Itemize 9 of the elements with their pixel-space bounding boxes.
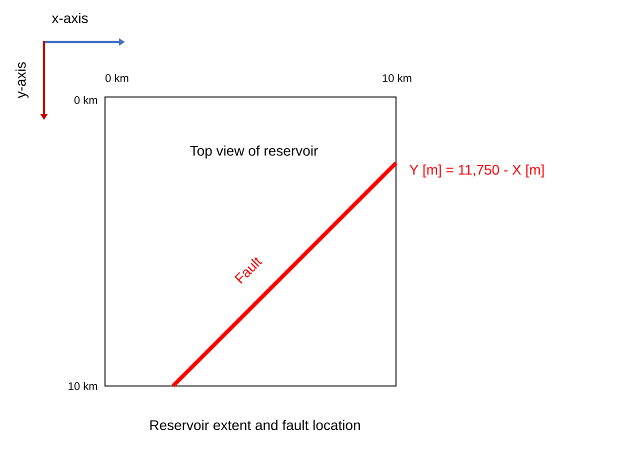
tick-label: 10 km — [382, 74, 412, 82]
fault-equation: Y [m] = 11,750 - X [m] — [410, 164, 544, 178]
tick-label: 0 km — [106, 74, 128, 82]
axis-label: y-axis — [15, 62, 29, 98]
caption: Reservoir extent and fault location — [150, 420, 360, 430]
axis-label: x-axis — [52, 12, 88, 24]
reservoir-square — [104, 96, 396, 386]
tick-label: 10 km — [68, 382, 98, 390]
node-label: Top view of reservoir — [190, 145, 318, 159]
